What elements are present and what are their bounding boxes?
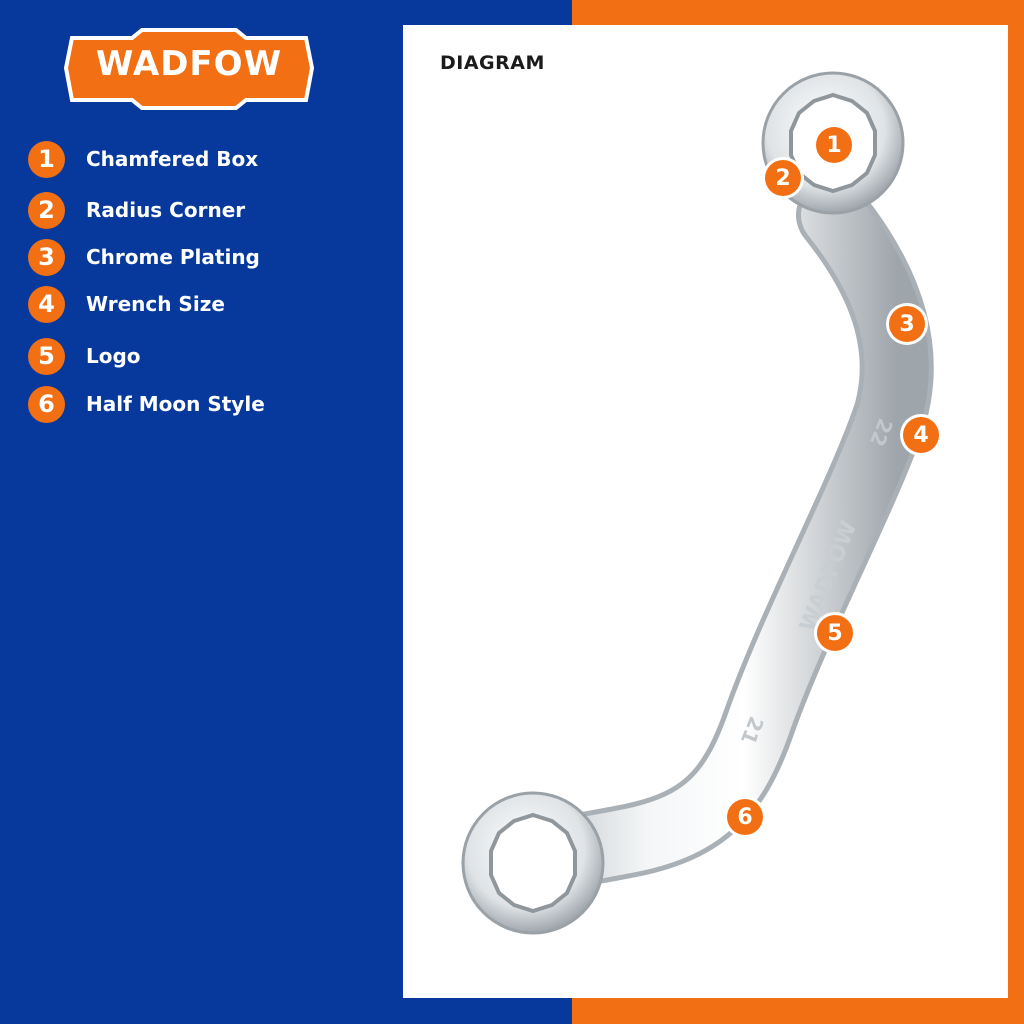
legend-label: Wrench Size	[86, 292, 225, 316]
callout-5: 5	[817, 615, 853, 651]
wrench-illustration: WADFOW 22 21	[461, 71, 934, 935]
legend-label: Half Moon Style	[86, 392, 265, 416]
legend-badge: 5	[28, 337, 65, 375]
legend-label: Chrome Plating	[86, 245, 260, 269]
callout-6: 6	[727, 799, 763, 835]
legend-item-4: 4 Wrench Size	[28, 285, 225, 323]
callout-4: 4	[903, 417, 939, 453]
legend-badge: 3	[28, 238, 65, 276]
wadfow-logo	[63, 28, 315, 110]
logo-text: WADFOW	[95, 44, 283, 84]
legend-label: Logo	[86, 344, 141, 368]
legend-badge: 4	[28, 285, 65, 323]
callout-3: 3	[889, 306, 925, 342]
diagram-title: DIAGRAM	[440, 52, 545, 74]
legend-item-3: 3 Chrome Plating	[28, 238, 260, 276]
legend-badge: 6	[28, 385, 65, 423]
legend-item-6: 6 Half Moon Style	[28, 385, 265, 423]
legend-item-2: 2 Radius Corner	[28, 191, 245, 229]
callout-1: 1	[816, 127, 852, 163]
legend-label: Radius Corner	[86, 198, 246, 222]
legend-label: Chamfered Box	[86, 147, 259, 171]
legend-item-5: 5 Logo	[28, 337, 141, 375]
legend-item-1: 1 Chamfered Box	[28, 140, 258, 178]
callout-2: 2	[765, 160, 801, 196]
legend-badge: 2	[28, 191, 65, 229]
legend-badge: 1	[28, 140, 65, 178]
